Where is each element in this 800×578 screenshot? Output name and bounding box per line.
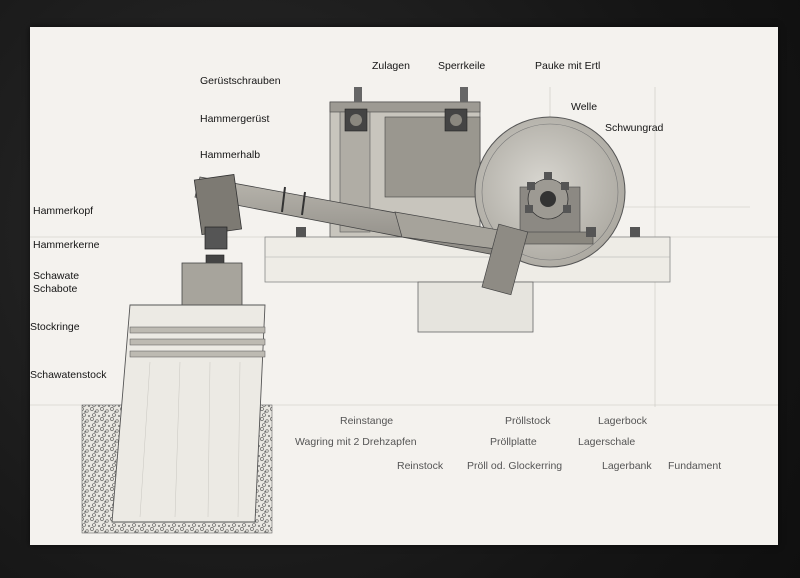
label-sperrkeile: Sperrkeile: [438, 60, 486, 72]
anvil-stock: [111, 304, 266, 523]
label-reinstock: Reinstock: [397, 460, 444, 472]
label-proell-glockerring: Pröll od. Glockerring: [467, 460, 563, 472]
drawing-sheet: Gerüstschrauben Zulagen Sperrkeile Pauke…: [30, 27, 778, 545]
label-schabote: Schabote: [33, 283, 78, 295]
label-schawatenstock: Schawatenstock: [30, 369, 107, 381]
label-pauke-mit-ertl: Pauke mit Ertl: [535, 60, 601, 72]
label-geruestschrauben: Gerüstschrauben: [200, 75, 281, 87]
label-welle: Welle: [571, 101, 598, 113]
label-hammerkopf: Hammerkopf: [33, 205, 94, 217]
hammer-mill-drawing: [30, 87, 778, 534]
label-lagerbank: Lagerbank: [602, 460, 652, 472]
label-schawate: Schawate: [33, 270, 80, 282]
lagerbank-beam: [264, 236, 671, 333]
label-zulagen: Zulagen: [372, 60, 410, 72]
label-proellstock: Pröllstock: [505, 415, 551, 427]
label-hammerkerne: Hammerkerne: [33, 239, 100, 251]
label-hammerhalb: Hammerhalb: [200, 149, 261, 161]
label-stockringe: Stockringe: [30, 321, 80, 333]
hammer-head: [193, 174, 243, 268]
beam-bolts: [296, 227, 640, 237]
label-wagring: Wagring mit 2 Drehzapfen: [295, 436, 417, 448]
cam-lever: [394, 211, 529, 296]
anvil: [181, 262, 243, 309]
label-proellplatte: Pröllplatte: [490, 436, 537, 448]
label-schwungrad: Schwungrad: [605, 122, 664, 134]
label-reinstange: Reinstange: [340, 415, 394, 427]
label-lagerschale: Lagerschale: [578, 436, 636, 448]
label-hammergeruest: Hammergerüst: [200, 113, 270, 125]
label-lagerbock: Lagerbock: [598, 415, 648, 427]
label-fundament: Fundament: [668, 460, 722, 472]
